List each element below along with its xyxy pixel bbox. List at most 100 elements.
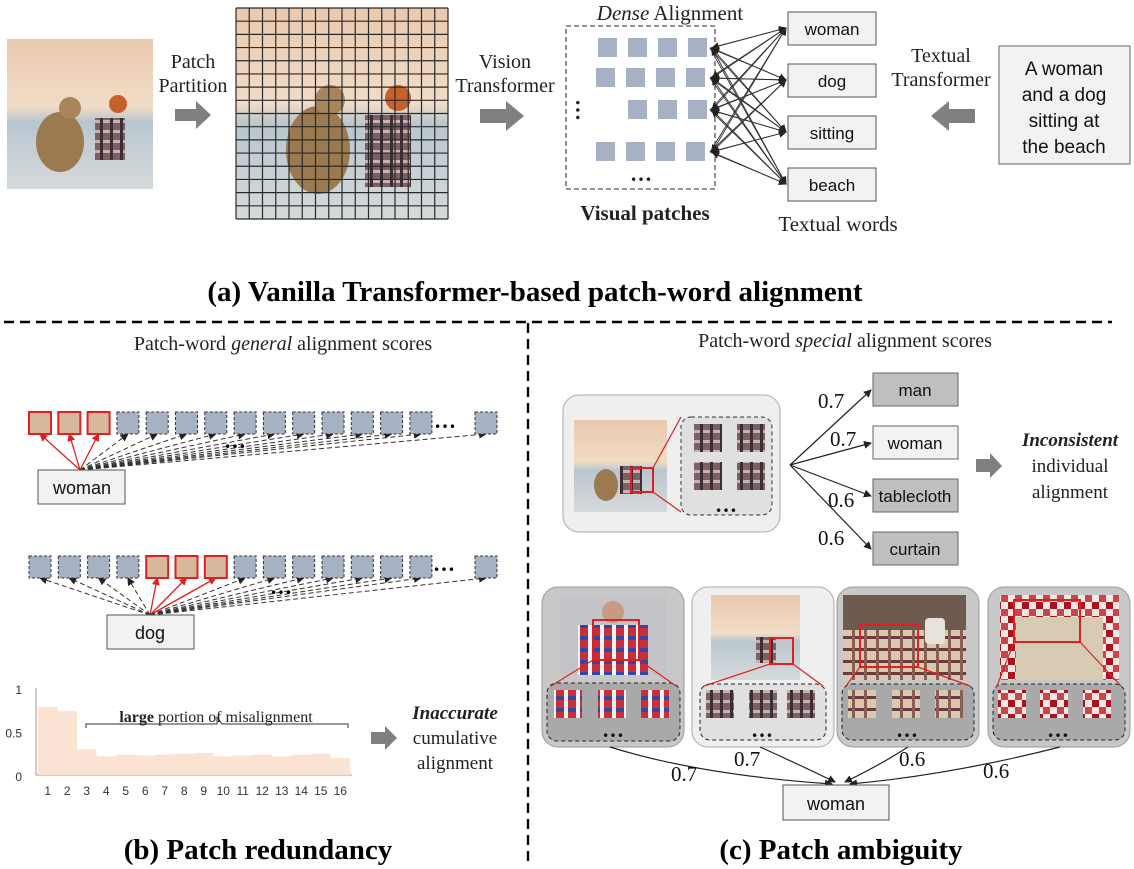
dog-word-label: dog	[135, 623, 165, 643]
chart-x-tick: 11	[237, 784, 250, 798]
patch-partition-arrow	[175, 101, 211, 129]
panel-b-title: Patch-word general alignment scores	[134, 333, 432, 355]
chart-bar	[57, 711, 77, 775]
panel-b-title-em: general	[231, 333, 293, 355]
alignment-line	[711, 79, 787, 153]
alignment-line	[711, 27, 787, 51]
patch	[233, 555, 257, 579]
alignment-line	[711, 109, 787, 185]
patch	[204, 411, 228, 435]
chart-x-tick: 10	[217, 784, 231, 798]
dense-alignment-em: Dense	[596, 1, 649, 25]
highlighted-patch	[28, 411, 52, 435]
patch	[350, 411, 374, 435]
dense-alignment-lines	[709, 25, 787, 185]
word-c-curtain: curtain	[889, 540, 940, 559]
visual-patch	[626, 68, 645, 87]
patch-link	[79, 431, 247, 471]
patch-link	[149, 576, 247, 616]
word-box-tablecloth	[872, 478, 959, 513]
result-b-line-2: alignment	[417, 753, 494, 774]
patch-link	[79, 430, 393, 471]
patch-link	[79, 431, 217, 471]
alignment-line	[711, 74, 787, 83]
patch-link	[39, 433, 81, 471]
score-woman: 0.7	[830, 427, 856, 451]
panel-a-word-labels: woman dog sitting beach	[804, 20, 860, 195]
panel-b-title-pre: Patch-word	[134, 333, 231, 355]
patch	[380, 555, 404, 579]
chart-x-tick: 2	[64, 784, 71, 798]
dog-patch-row	[28, 555, 498, 616]
patches-ellipsis: …	[630, 161, 652, 186]
highlighted-patch	[203, 555, 228, 579]
query-beach-photo	[574, 420, 667, 512]
chart-y-tick: 1	[15, 683, 22, 697]
sentence-line-2: and a dog	[1022, 85, 1107, 106]
caption-b: (b) Patch redundancy	[124, 834, 393, 866]
patch-link	[79, 431, 334, 471]
chart-x-tick: 3	[83, 784, 90, 798]
patch-link	[97, 577, 151, 616]
alignment-line	[711, 77, 787, 133]
patch-link	[149, 576, 276, 616]
visual-patch	[688, 100, 707, 119]
special-arrow	[789, 440, 872, 466]
card-curtain	[987, 586, 1131, 748]
chart-x-tick: 7	[161, 784, 168, 798]
chart-bar	[194, 752, 214, 775]
patch	[380, 411, 404, 435]
annotation-rest: portion of misalignment	[154, 709, 313, 726]
card4-ellipsis: …	[1047, 717, 1069, 742]
chart-x-tick: 5	[122, 784, 129, 798]
chart-x-tick: 16	[334, 784, 348, 798]
dense-alignment-rest: Alignment	[649, 1, 743, 25]
patch-partition-label-1: Patch	[171, 51, 215, 73]
patch-link	[79, 433, 159, 471]
patch-link	[79, 432, 188, 471]
chart-x-tick: 6	[142, 784, 149, 798]
chart-bar	[330, 757, 350, 775]
bottom-alignment-arrows	[609, 746, 1061, 788]
word-label-woman: woman	[804, 20, 860, 39]
visual-patch	[598, 38, 617, 57]
word-box-woman	[787, 11, 877, 46]
sentence-box	[998, 45, 1131, 165]
patch	[87, 555, 111, 579]
card-tablecloth	[836, 586, 980, 748]
row1-ellipsis-lower: …	[224, 428, 246, 453]
misalignment-bracket	[85, 715, 349, 728]
row2-ellipsis: …	[433, 551, 455, 576]
patch-partition-label-2: Partition	[159, 75, 228, 97]
chart-x-tick: 1	[44, 784, 51, 798]
result-b-bold: Inaccurate	[411, 703, 498, 724]
alignment-line	[711, 27, 787, 111]
annotation-bold: large	[119, 709, 154, 726]
chart-bar	[213, 756, 233, 775]
alignment-line	[711, 47, 787, 81]
chart-bar	[272, 756, 292, 775]
chart-y-tick: 0	[15, 770, 22, 784]
textual-transformer-arrow	[931, 101, 975, 131]
patch	[233, 411, 257, 435]
patch	[409, 411, 433, 435]
chart-bar	[252, 754, 272, 775]
word-box-beach	[787, 167, 877, 202]
sentence-text: A woman and a dog sitting at the beach	[1022, 59, 1107, 158]
patch-link	[67, 433, 81, 471]
word-box-sitting	[787, 115, 877, 150]
visual-patches-label: Visual patches	[580, 201, 709, 225]
chart-bar	[311, 753, 331, 775]
chart-bar	[233, 755, 253, 775]
word-label-dog: dog	[818, 72, 846, 91]
result-b-line-1: cumulative	[413, 728, 497, 749]
word-c-woman: woman	[887, 434, 943, 453]
patch-link	[149, 577, 188, 616]
panel-c-scores: 0.7 0.7 0.6 0.6	[818, 389, 856, 550]
visual-patch	[596, 142, 615, 161]
patch-link	[79, 433, 129, 471]
score-curtain: 0.6	[818, 526, 844, 550]
card3-ellipsis: …	[896, 717, 918, 742]
patch	[116, 411, 140, 435]
card2-ellipsis: …	[751, 717, 773, 742]
